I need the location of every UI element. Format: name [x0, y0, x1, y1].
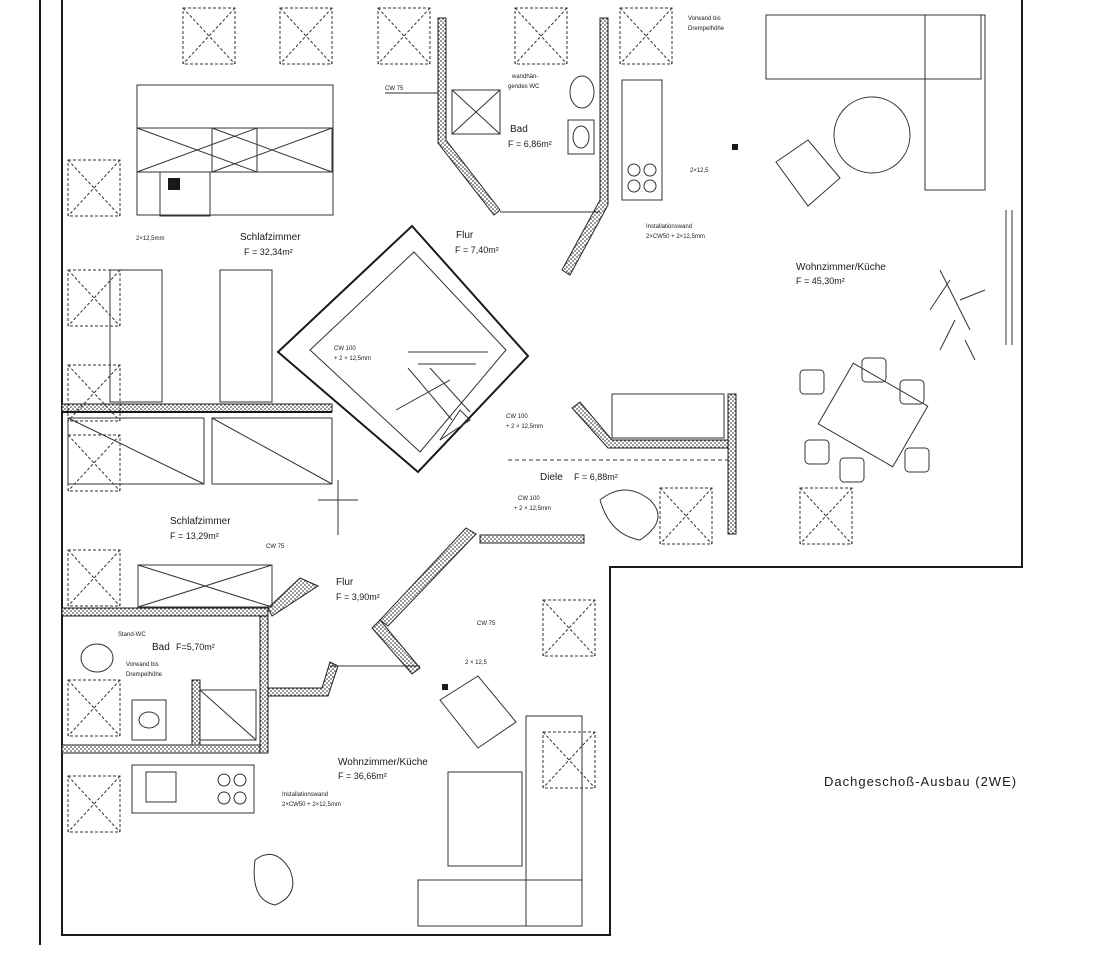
note-vorwand-top-1: Vorwand bis [688, 16, 721, 22]
note-cw100-c-2: + 2 × 12,5mm [514, 506, 551, 512]
furniture-bedroom-2 [137, 564, 273, 608]
note-install-top-1: Installationswand [646, 224, 692, 230]
outer-walls [39, 0, 1023, 945]
room-labels: Schlafzimmer F = 32,34m² Flur F = 7,40m²… [152, 124, 886, 781]
furniture-bath-1 [451, 75, 738, 201]
note-cw75-low: CW 75 [477, 621, 496, 627]
partitions-lower [61, 527, 477, 754]
room-area-diele: F = 6,88m² [574, 472, 618, 482]
room-name-wohnkueche-2: Wohnzimmer/Küche [338, 757, 428, 768]
room-name-flur-2: Flur [336, 577, 354, 588]
note-cw75-mid: CW 75 [266, 544, 285, 550]
note-vorwand-low-2: Drempelhöhe [126, 672, 163, 678]
construction-notes: CW 75 wandhän- gendes WC Vorwand bis Dre… [118, 16, 725, 808]
furniture-living-2 [131, 675, 583, 927]
note-board-low: 2 × 12,5 [465, 660, 488, 666]
room-name-wohnkueche-1: Wohnzimmer/Küche [796, 262, 886, 273]
room-name-bad-1: Bad [510, 124, 528, 135]
room-name-schlafzimmer-2: Schlafzimmer [170, 516, 231, 527]
note-vorwand-low-1: Vorwand bis [126, 662, 159, 668]
room-area-wohnkueche-1: F = 45,30m² [796, 276, 845, 286]
room-name-flur-1: Flur [456, 230, 474, 241]
note-install-low-2: 2×CW50 + 2×12,5mm [282, 802, 341, 808]
note-cw100-b-2: + 2 × 12,5mm [506, 424, 543, 430]
furniture-bedroom-1 [67, 84, 334, 485]
note-board-top-left: 2×12,5mm [136, 236, 165, 242]
note-install-low-1: Installationswand [282, 792, 328, 798]
room-area-wohnkueche-2: F = 36,66m² [338, 771, 387, 781]
note-cw100-b-1: CW 100 [506, 414, 528, 420]
note-vorwand-top-2: Drempelhöhe [688, 26, 725, 32]
room-area-bad-2: F=5,70m² [176, 642, 215, 652]
room-area-bad-1: F = 6,86m² [508, 139, 552, 149]
note-cw100-a-1: CW 100 [334, 346, 356, 352]
room-name-diele: Diele [540, 472, 563, 483]
plan-title: Dachgeschoß-Ausbau (2WE) [824, 774, 1017, 789]
note-board-center-top: 2×12,5 [690, 168, 709, 174]
room-area-schlafzimmer-2: F = 13,29m² [170, 531, 219, 541]
note-install-top-2: 2×CW50 + 2×12,5mm [646, 234, 705, 240]
partitions-upper [61, 17, 737, 544]
note-wc-top-1: wandhän- [511, 74, 538, 80]
furniture-bath-2 [80, 643, 257, 741]
room-area-flur-1: F = 7,40m² [455, 245, 499, 255]
note-cw100-c-1: CW 100 [518, 496, 540, 502]
stairwell [276, 224, 530, 535]
furniture-living-1 [599, 14, 986, 541]
room-area-flur-2: F = 3,90m² [336, 592, 380, 602]
room-name-bad-2: Bad [152, 642, 170, 653]
room-name-schlafzimmer-1: Schlafzimmer [240, 232, 301, 243]
note-stand-wc: Stand-WC [118, 632, 146, 638]
room-area-schlafzimmer-1: F = 32,34m² [244, 247, 293, 257]
note-wc-top-2: gendes WC [508, 84, 540, 90]
note-cw75-top: CW 75 [385, 86, 404, 92]
note-cw100-a-2: + 2 × 12,5mm [334, 356, 371, 362]
